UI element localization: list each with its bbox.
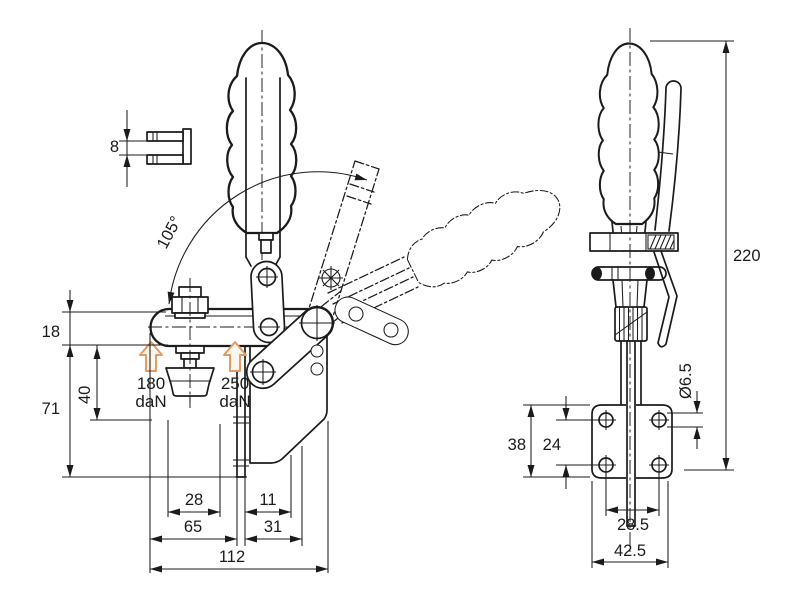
phantom-pivot-burst xyxy=(319,266,343,290)
front-bottom-dimensions: 28 11 65 31 112 xyxy=(149,333,329,573)
dim-31: 31 xyxy=(264,518,282,536)
front-view: 105° 8 180 daN 250 daN xyxy=(42,30,572,573)
fork-upper-prong xyxy=(146,131,184,142)
dim-28: 28 xyxy=(185,491,203,509)
dim-18: 18 xyxy=(42,323,60,341)
top-rivet xyxy=(258,232,274,241)
side-handle xyxy=(597,42,682,253)
dim-112: 112 xyxy=(219,548,245,566)
side-dimensions: 220 38 24 Ø6.5 28. xyxy=(508,40,761,568)
phantom-handle-grip xyxy=(399,172,572,298)
release-lever xyxy=(654,80,682,232)
dim-8: 8 xyxy=(110,138,119,156)
force-annotations: 180 daN 250 daN xyxy=(135,341,251,411)
dim-42-5: 42.5 xyxy=(614,542,646,560)
force-right-value: 250 xyxy=(221,374,249,393)
dim-40: 40 xyxy=(76,386,94,404)
force-left-unit: daN xyxy=(135,392,166,411)
flange-hole xyxy=(649,410,669,430)
base-hole-ticks xyxy=(233,416,249,467)
dim-hole-diameter: Ø6.5 xyxy=(677,363,695,399)
force-arrow-right xyxy=(223,341,247,372)
side-mechanism xyxy=(589,232,679,412)
fork-lower-prong xyxy=(146,154,184,165)
force-arrow-left xyxy=(139,341,163,372)
flange-hole xyxy=(649,455,669,475)
clamping-spindle xyxy=(165,278,215,408)
force-right-unit: daN xyxy=(219,392,250,411)
dim-11: 11 xyxy=(259,491,276,509)
force-left-value: 180 xyxy=(137,374,165,393)
dim-65: 65 xyxy=(184,518,202,536)
toggle-linkage xyxy=(245,232,409,390)
dim-28-5: 28.5 xyxy=(617,516,649,534)
flange-hole xyxy=(596,410,616,430)
mounting-flange xyxy=(591,28,673,552)
dim-38: 38 xyxy=(508,436,526,454)
fork-detail: 8 xyxy=(110,110,192,187)
dim-24: 24 xyxy=(543,436,561,454)
roller-link xyxy=(334,296,409,346)
side-handle-grip xyxy=(597,42,660,226)
angle-label: 105° xyxy=(154,213,186,252)
dim-71: 71 xyxy=(42,400,60,418)
flange-hole xyxy=(596,455,616,475)
release-rod xyxy=(653,250,678,348)
dim-220: 220 xyxy=(733,247,761,265)
side-view: 220 38 24 Ø6.5 28. xyxy=(508,28,761,568)
